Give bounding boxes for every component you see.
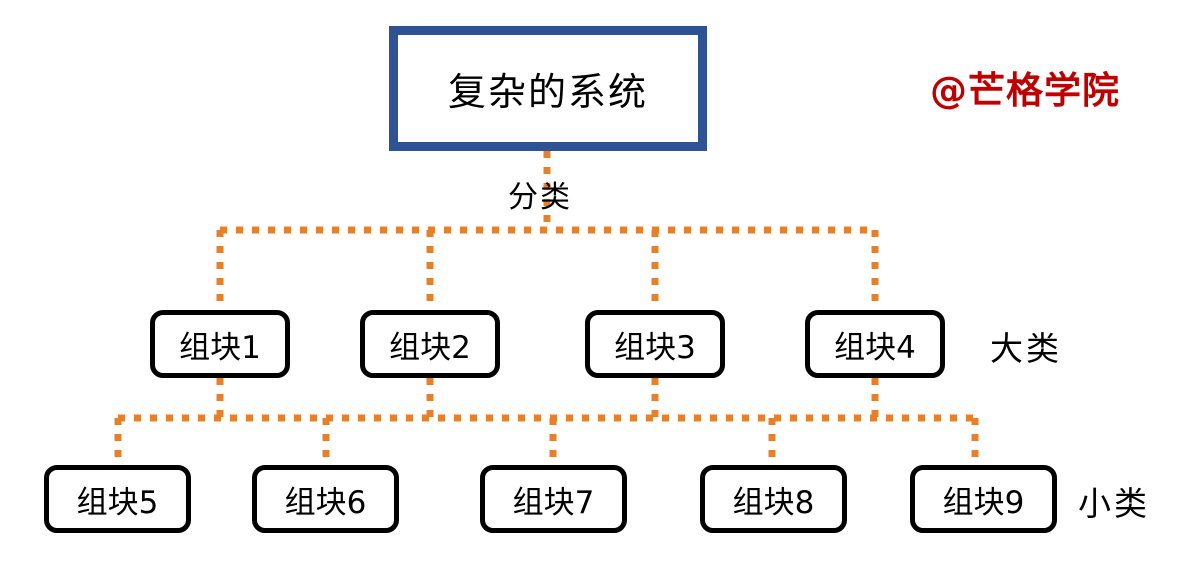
node-chunk5[interactable]: 组块5 [44, 465, 191, 533]
node-chunk9[interactable]: 组块9 [910, 465, 1057, 533]
root-node-label: 复杂的系统 [447, 70, 648, 114]
level-label-big-category: 大类 [990, 322, 1062, 370]
node-chunk2[interactable]: 组块2 [360, 310, 500, 378]
node-chunk8-label: 组块8 [732, 484, 815, 521]
node-chunk6-label: 组块6 [284, 484, 367, 521]
node-chunk5-label: 组块5 [76, 484, 159, 521]
node-chunk4-label: 组块4 [834, 329, 916, 366]
node-chunk4[interactable]: 组块4 [805, 310, 945, 378]
node-chunk6[interactable]: 组块6 [252, 465, 399, 533]
root-node-complex-system[interactable]: 复杂的系统 [389, 26, 707, 151]
node-chunk7[interactable]: 组块7 [480, 465, 627, 533]
node-chunk3-label: 组块3 [614, 329, 696, 366]
edge-label-classification: 分类 [508, 172, 572, 216]
watermark-mangexueyuan: @芒格学院 [930, 60, 1120, 114]
dotted-connectors [114, 151, 979, 465]
edge-label-text: 分类 [508, 180, 572, 215]
node-chunk3[interactable]: 组块3 [585, 310, 725, 378]
watermark-text: @芒格学院 [930, 69, 1120, 112]
node-chunk7-label: 组块7 [512, 484, 595, 521]
node-chunk8[interactable]: 组块8 [700, 465, 847, 533]
level-label-small-category: 小类 [1078, 477, 1150, 525]
node-chunk2-label: 组块2 [389, 329, 471, 366]
node-chunk9-label: 组块9 [942, 484, 1025, 521]
level-label-small-category-text: 小类 [1078, 484, 1150, 523]
node-chunk1-label: 组块1 [179, 329, 261, 366]
node-chunk1[interactable]: 组块1 [150, 310, 290, 378]
level-label-big-category-text: 大类 [990, 329, 1062, 368]
